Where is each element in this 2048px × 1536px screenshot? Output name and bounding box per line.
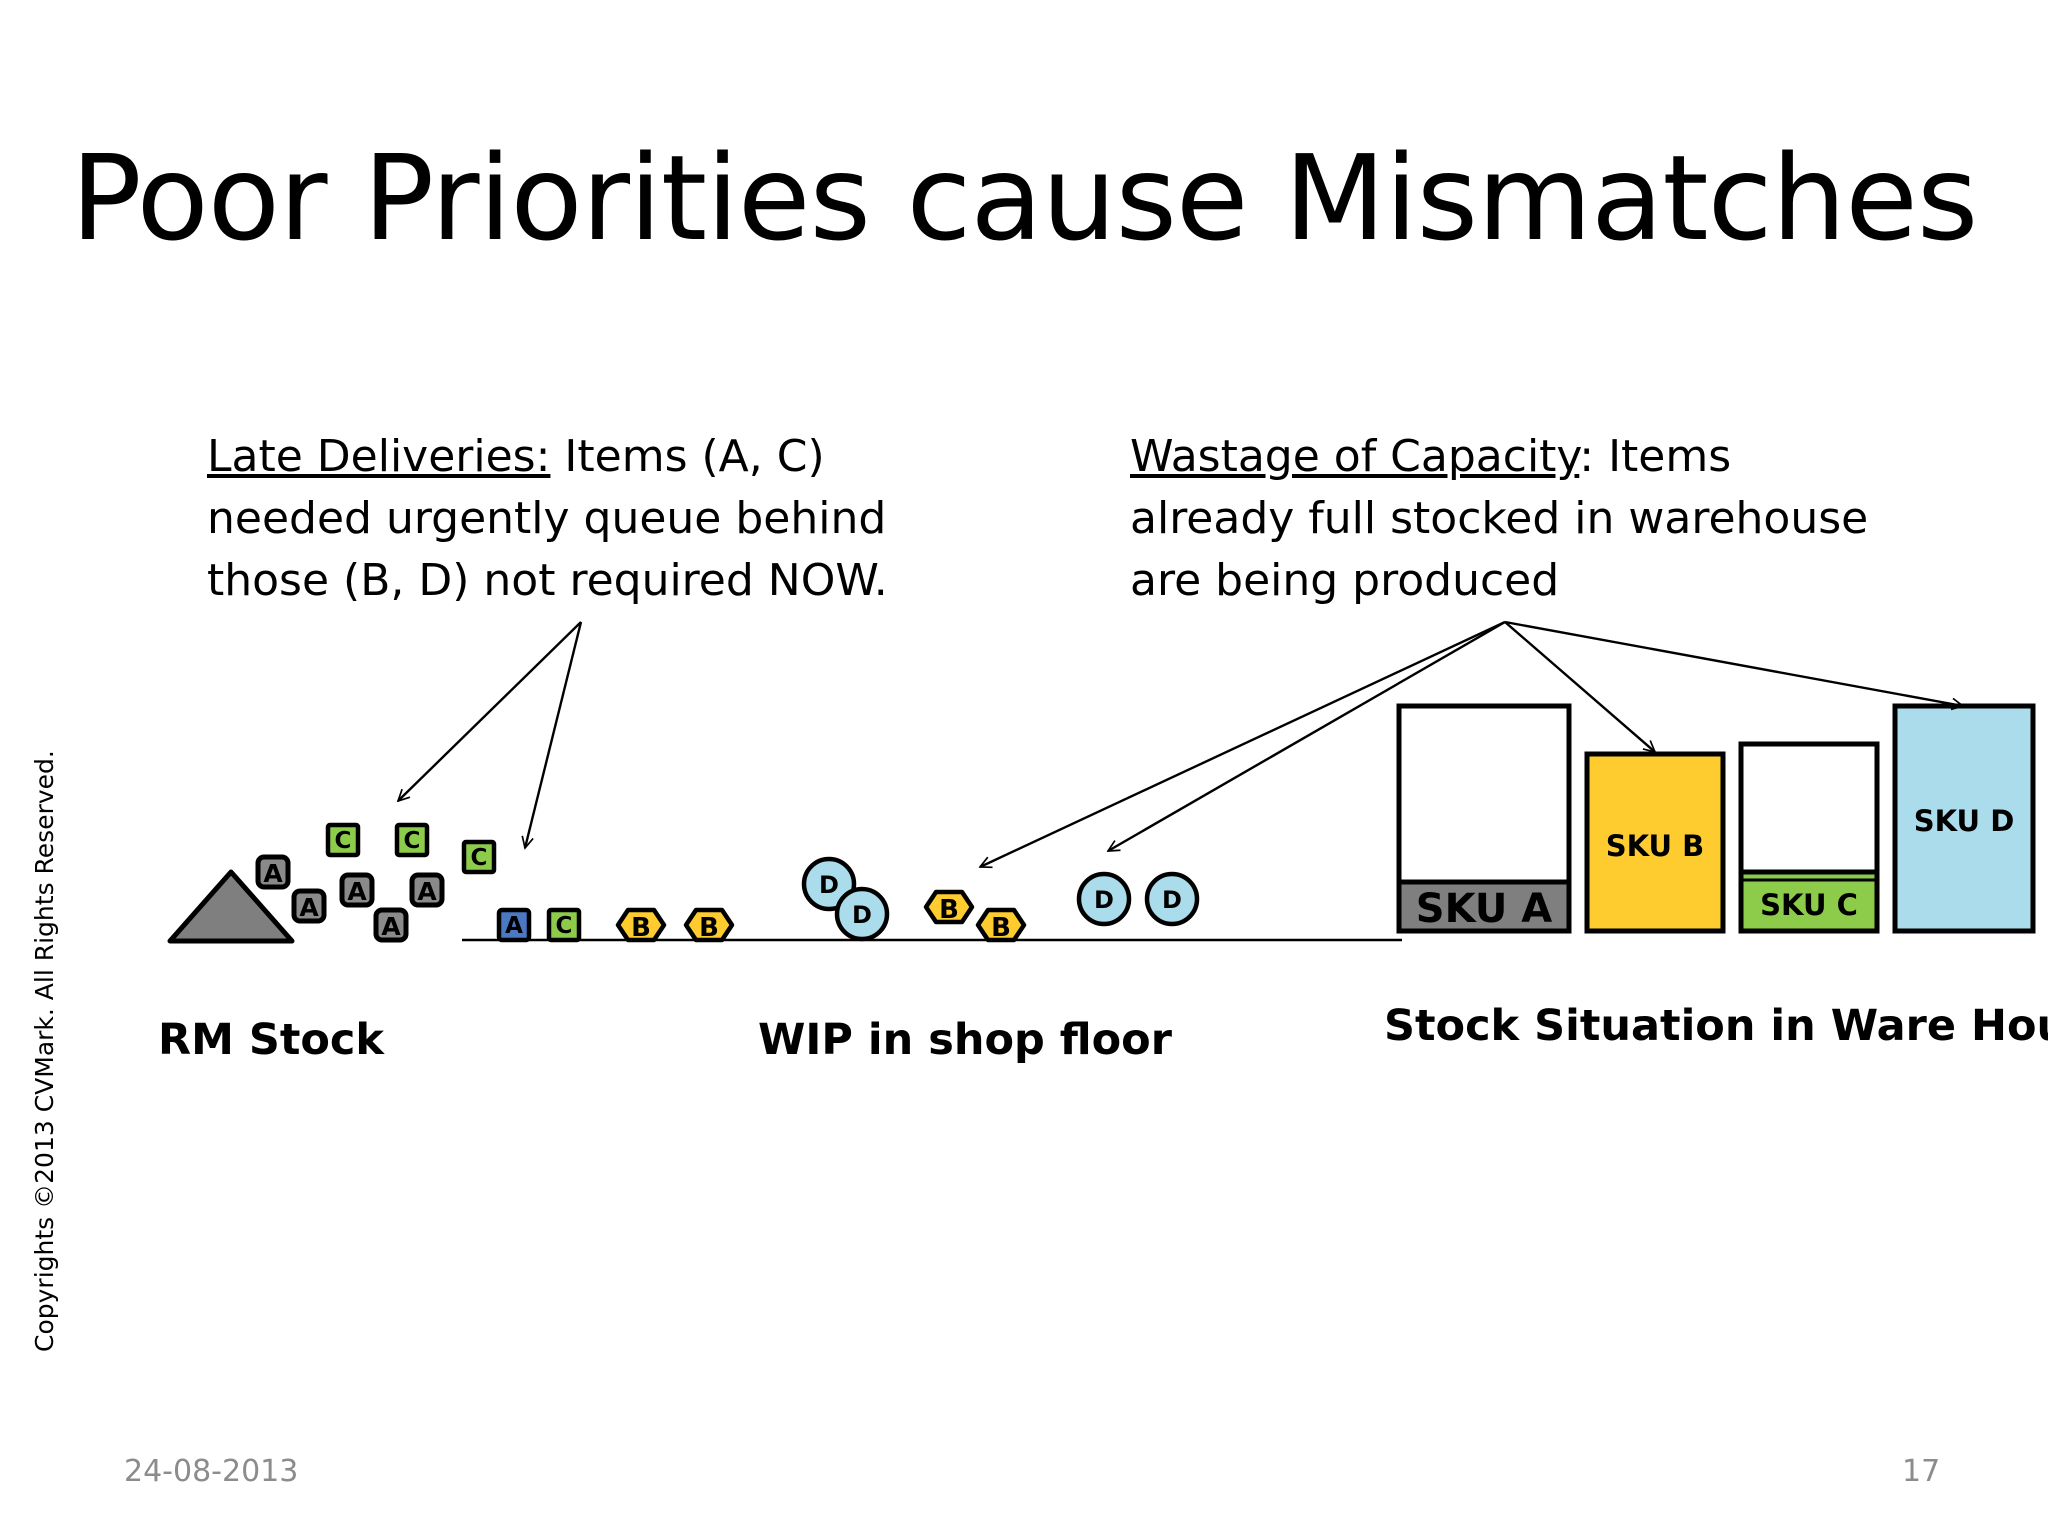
wastage-capacity-note: Wastage of Capacity: Items already full … (1130, 426, 1890, 612)
sku-c-bin: SKU C (1738, 741, 1880, 934)
sku-b-bin: SKU B (1584, 751, 1726, 934)
rm-stock-label: RM Stock (158, 1015, 385, 1065)
wip-item-b: B (615, 907, 667, 943)
svg-text:B: B (991, 913, 1011, 943)
wastage-capacity-heading: Wastage of Capacity (1130, 431, 1580, 482)
arrow-to-rm-c (398, 621, 582, 801)
rm-item-a: A (373, 907, 409, 943)
svg-text:A: A (381, 912, 401, 941)
rm-item-c: C (325, 822, 361, 858)
sku-d-bin: SKU D (1892, 703, 2036, 934)
svg-text:C: C (404, 828, 421, 854)
wip-item-d: D (1076, 871, 1132, 927)
svg-text:A: A (505, 913, 523, 939)
svg-text:SKU D: SKU D (1914, 804, 2015, 838)
svg-text:D: D (1094, 886, 1114, 914)
arrow-to-queue (525, 621, 583, 848)
svg-text:D: D (852, 901, 872, 929)
arrow-to-wip-b-d (980, 620, 1506, 867)
svg-text:A: A (299, 893, 319, 922)
svg-text:B: B (699, 913, 719, 943)
wastage-capacity-body: : Items already full stocked in warehous… (1130, 431, 1869, 606)
wip-item-b: B (683, 907, 735, 943)
svg-text:SKU C: SKU C (1760, 888, 1858, 922)
arrow-to-sku-b (1504, 621, 1655, 752)
wip-item-b: B (975, 907, 1027, 943)
wip-item-a: A (496, 907, 532, 943)
rm-item-a: A (291, 888, 327, 924)
svg-text:SKU B: SKU B (1606, 829, 1705, 863)
late-deliveries-body: Items (A, C) needed urgently queue behin… (207, 431, 888, 606)
svg-text:B: B (631, 913, 651, 943)
wip-item-d: D (1144, 871, 1200, 927)
svg-text:C: C (471, 845, 488, 871)
rm-item-a: A (255, 854, 291, 890)
slide-date: 24-08-2013 (124, 1454, 299, 1489)
rm-item-c-blocks: C C C (325, 822, 497, 875)
svg-text:A: A (263, 859, 283, 888)
svg-text:SKU A: SKU A (1416, 886, 1553, 932)
svg-text:A: A (347, 877, 367, 906)
wip-item-c: C (546, 907, 582, 943)
late-deliveries-heading: Late Deliveries: (207, 431, 551, 482)
rm-item-a: A (409, 872, 445, 908)
svg-text:C: C (335, 828, 352, 854)
svg-text:D: D (1162, 886, 1182, 914)
wastage-arrows (980, 620, 1963, 867)
sku-a-bin: SKU A (1396, 703, 1572, 934)
svg-text:D: D (819, 871, 839, 899)
svg-text:C: C (556, 913, 573, 939)
svg-text:B: B (939, 895, 959, 925)
slide-number: 17 (1902, 1454, 1941, 1489)
svg-text:A: A (417, 877, 437, 906)
wip-item-b: B (923, 889, 975, 925)
late-deliveries-arrows (398, 621, 583, 848)
arrow-to-wip-d (1108, 620, 1506, 853)
wip-item-d: D (834, 886, 890, 942)
late-deliveries-note: Late Deliveries: Items (A, C) needed urg… (207, 426, 967, 612)
warehouse-label: Stock Situation in Ware House (1384, 1001, 2048, 1051)
rm-stock-pile (167, 869, 295, 944)
rm-item-a-blocks: A A A A A (255, 854, 445, 943)
rm-item-c: C (461, 839, 497, 875)
copyright-notice: Copyrights ©2013 CVMark. All Rights Rese… (30, 750, 59, 1352)
slide-title: Poor Priorities cause Mismatches (70, 129, 1979, 267)
rm-item-a: A (339, 872, 375, 908)
arrow-to-sku-d (1504, 620, 1963, 706)
wip-label: WIP in shop floor (758, 1015, 1172, 1065)
rm-item-c: C (394, 822, 430, 858)
